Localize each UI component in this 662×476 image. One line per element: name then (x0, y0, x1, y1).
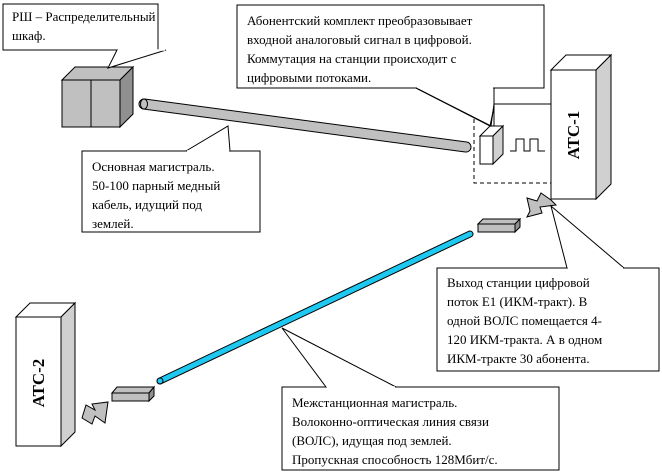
callout-main-line-line-3: кабель, идущий под (92, 197, 202, 212)
callout-subscriber-line-1: Абонентский комплект преобразовывает (247, 13, 473, 28)
callout-output-line-4: 120 ИКМ-тракта. А в одном (447, 332, 602, 347)
callout-station-output: Выход станции цифровой поток Е1 (ИКМ-тра… (436, 204, 660, 372)
line-card-icon (478, 124, 505, 166)
callout-interstation-line-2: Волоконно-оптическая линия связи (292, 414, 489, 429)
exchange-building-icon (549, 53, 613, 201)
output-arrow-icon (526, 192, 558, 218)
callout-interstation-line-4: Пропускная способность 128Мбит/с. (292, 452, 498, 467)
callout-output-line-5: ИКМ-тракте 30 абонента. (447, 351, 590, 366)
callout-main-line: Основная магистраль. 50-100 парный медны… (81, 125, 261, 233)
callout-main-line-line-1: Основная магистраль. (92, 159, 215, 174)
callout-main-line-line-2: 50-100 парный медный (92, 178, 220, 193)
callout-subscriber: Абонентский комплект преобразовывает вхо… (236, 4, 545, 127)
callout-subscriber-line-3: Коммутация на станции происходит с (247, 51, 457, 66)
copper-main-cable (138, 98, 472, 153)
station-2-label: АТС-2 (29, 359, 48, 408)
callout-output-line-2: поток Е1 (ИКМ-тракт). В (447, 294, 588, 309)
fiber-optic-cable (156, 230, 474, 385)
callout-interstation-line-1: Межстанционная магистраль. (292, 395, 457, 410)
callout-output-line-3: одной ВОЛС помещается 4- (447, 313, 602, 328)
distribution-cabinet-icon (60, 65, 135, 129)
fiber-end-icon (156, 377, 164, 385)
callout-output-line-1: Выход станции цифровой (447, 275, 590, 290)
multiplexer-icon (476, 217, 522, 234)
station-1-label: АТС-1 (564, 111, 583, 160)
callout-main-line-line-4: землей. (92, 216, 134, 231)
callout-cabinet-line-2: шкаф. (12, 28, 46, 43)
callout-interstation-line-3: (ВОЛС), идущая под землей. (292, 433, 452, 448)
multiplexer-icon (110, 385, 156, 403)
input-arrow-icon (81, 401, 109, 425)
exchange-building-icon (14, 301, 77, 448)
callout-interstation: Межстанционная магистраль. Волоконно-опт… (281, 327, 560, 471)
square-wave-icon (510, 138, 545, 152)
callout-subscriber-line-4: цифровыми потоками. (247, 70, 371, 85)
callout-cabinet: РШ – Распределительный шкаф. (2, 3, 167, 69)
station-boundary-dashed (473, 103, 551, 184)
callout-cabinet-line-1: РШ – Распределительный (12, 9, 156, 24)
callout-subscriber-line-2: входной аналоговый сигнал в цифровой. (247, 32, 472, 47)
cable-end-icon (140, 98, 148, 110)
